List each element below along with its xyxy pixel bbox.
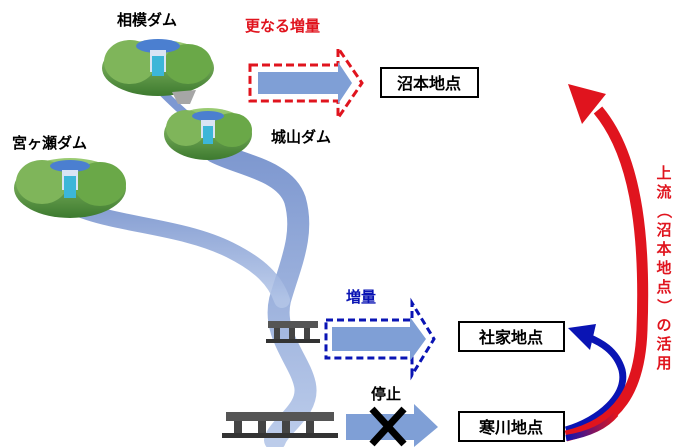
side-label-char: 点 — [656, 278, 671, 296]
shiroyama-dam — [164, 108, 252, 160]
further-increase-arrow — [248, 43, 364, 123]
sagami-dam — [102, 39, 214, 104]
side-label-char: 地 — [656, 259, 671, 277]
further-increase-label: 更なる増量 — [245, 17, 320, 35]
numamoto-box — [380, 67, 479, 98]
increase-label: 増量 — [346, 288, 376, 306]
weir-shake — [266, 321, 320, 343]
increase-arrow — [324, 297, 436, 381]
side-label-char: 用 — [656, 354, 671, 372]
side-label-char: 本 — [656, 240, 671, 258]
sagami-dam-label: 相模ダム — [117, 11, 177, 29]
stop-label: 停止 — [371, 385, 401, 403]
side-label-char: （ — [655, 203, 673, 218]
side-label-char: 上 — [656, 164, 671, 182]
red-curve-arrow — [564, 84, 649, 442]
side-label-char: の — [656, 316, 671, 334]
numamoto-label: 沼本地点 — [397, 74, 461, 93]
shiroyama-dam-label: 城山ダム — [271, 128, 331, 146]
samukawa-label: 寒川地点 — [478, 418, 543, 437]
shake-box — [458, 321, 565, 352]
samukawa-box — [458, 411, 565, 442]
side-label-char: ） — [655, 298, 673, 313]
shake-label: 社家地点 — [478, 328, 543, 347]
side-label-char: 活 — [656, 335, 671, 353]
weir-samukawa — [222, 412, 338, 438]
stop-x-icon — [369, 406, 407, 447]
miyagase-dam-label: 宮ヶ瀬ダム — [12, 134, 87, 152]
miyagase-dam — [14, 158, 126, 218]
side-label-char: 流 — [656, 183, 671, 201]
side-label-char: 沼 — [656, 221, 671, 239]
blue-curve-arrow — [564, 324, 627, 434]
stopped-arrow — [346, 404, 438, 447]
side-vertical-label: 上流 （ 沼本地点 ） の活用 — [655, 164, 673, 372]
